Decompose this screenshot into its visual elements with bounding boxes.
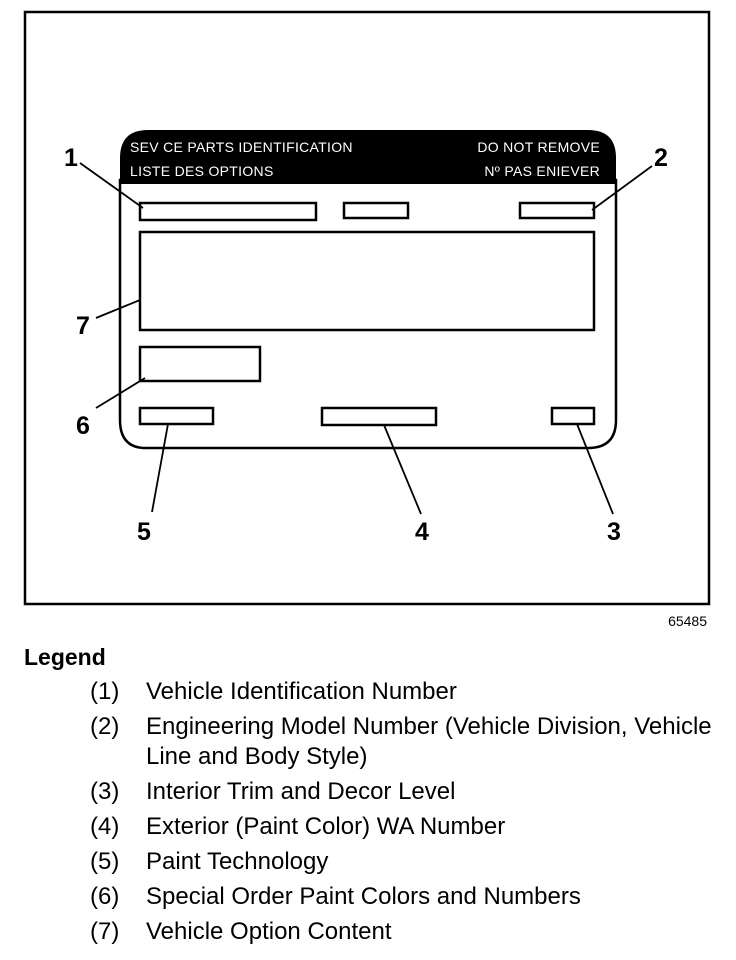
leader-4: [383, 424, 422, 515]
callout-4: 4: [415, 518, 429, 546]
header-right-line2: Nº PAS ENIEVER: [484, 163, 600, 179]
callout-7: 7: [76, 312, 90, 340]
leader-1: [79, 162, 144, 209]
legend-item: (6) Special Order Paint Colors and Numbe…: [90, 882, 720, 912]
legend-item-number: (6): [90, 883, 120, 910]
header-left-line1: SEV CE PARTS IDENTIFICATION: [130, 139, 353, 155]
field-paint-technology: [138, 406, 215, 426]
leader-lines: [79, 162, 653, 515]
legend-item-number: (4): [90, 813, 120, 840]
label-diagram: SEV CE PARTS IDENTIFICATION LISTE DES OP…: [23, 10, 711, 629]
label-outline: [118, 178, 618, 450]
figure-frame: [23, 10, 711, 606]
callout-1: 1: [64, 144, 78, 172]
leader-2: [591, 165, 653, 211]
legend-item: (4) Exterior (Paint Color) WA Number: [90, 812, 720, 842]
legend-item-text: Engineering Model Number (Vehicle Divisi…: [146, 713, 712, 770]
legend-item: (3) Interior Trim and Decor Level: [90, 777, 720, 807]
leader-6: [95, 377, 146, 409]
legend-item: (1) Vehicle Identification Number: [90, 677, 720, 707]
figure-id: 65485: [668, 613, 707, 629]
legend-item-number: (3): [90, 778, 120, 805]
field-exterior-wa: [320, 406, 438, 427]
legend-item: (2) Engineering Model Number (Vehicle Di…: [90, 712, 720, 772]
label-header-band: [120, 130, 616, 184]
legend-item-text: Interior Trim and Decor Level: [146, 778, 456, 805]
legend-item-text: Vehicle Identification Number: [146, 678, 457, 705]
callout-6: 6: [76, 412, 90, 440]
callout-5: 5: [137, 518, 151, 546]
legend-item-number: (5): [90, 848, 120, 875]
leader-3: [576, 423, 614, 515]
field-special-order-paint: [138, 345, 262, 383]
leader-7: [95, 299, 141, 319]
field-center-top: [342, 201, 410, 220]
legend-item-text: Exterior (Paint Color) WA Number: [146, 813, 506, 840]
legend-item-text: Special Order Paint Colors and Numbers: [146, 883, 581, 910]
legend-item: (5) Paint Technology: [90, 847, 720, 877]
legend-item-number: (2): [90, 713, 120, 740]
field-vin: [138, 201, 318, 222]
field-option-content: [138, 230, 596, 332]
legend-title: Legend: [24, 644, 106, 670]
header-right-line1: DO NOT REMOVE: [477, 139, 600, 155]
field-model-number: [518, 201, 596, 220]
legend-item-number: (1): [90, 678, 120, 705]
field-interior-trim: [550, 406, 596, 426]
legend-item-number: (7): [90, 918, 120, 945]
legend-item-text: Paint Technology: [146, 848, 329, 875]
callout-3: 3: [607, 518, 621, 546]
callout-2: 2: [654, 144, 668, 172]
legend-item: (7) Vehicle Option Content: [90, 917, 720, 947]
header-left-line2: LISTE DES OPTIONS: [130, 163, 274, 179]
leader-5: [151, 423, 169, 513]
legend-item-text: Vehicle Option Content: [146, 918, 392, 945]
legend-list: (1) Vehicle Identification Number (2) En…: [90, 677, 720, 952]
